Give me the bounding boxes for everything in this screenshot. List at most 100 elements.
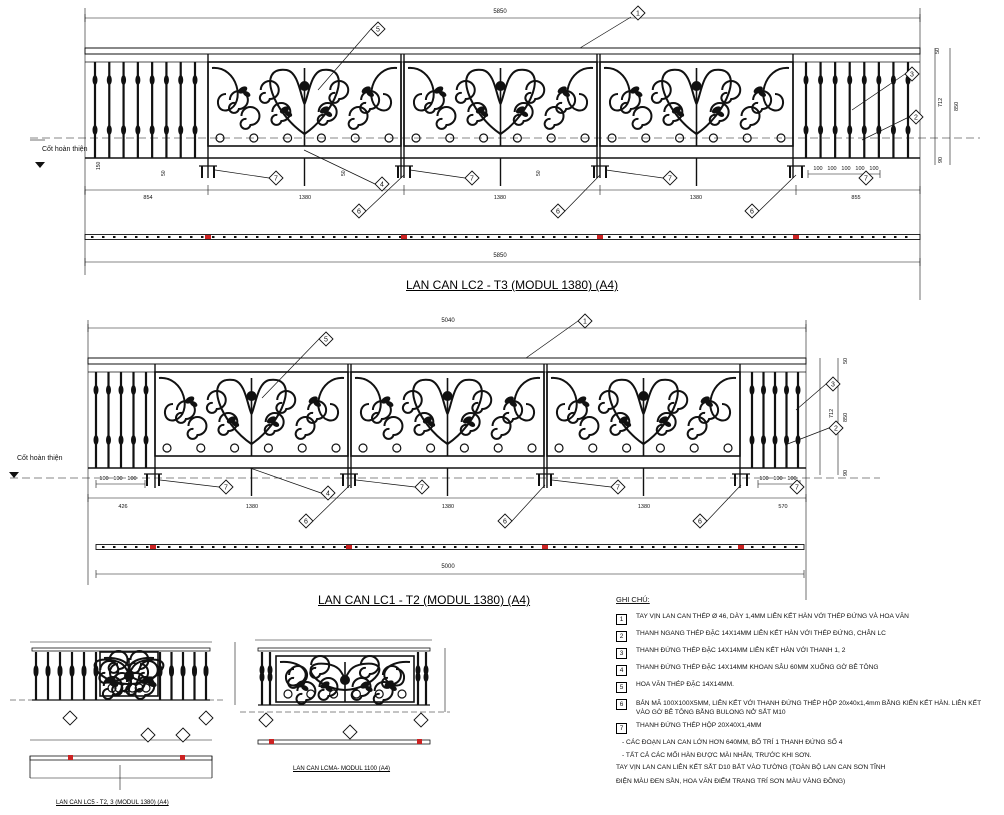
ornament-circle [554,443,564,453]
d2-base-strip-dot [795,546,798,548]
d2-base-strip-dot [234,546,237,548]
d1-base-strip-dot [168,236,171,238]
d3-baluster-knuckle [33,667,39,677]
d2-base-strip-dot [531,546,534,548]
d3-callout-3 [175,727,191,743]
callout-diamond [904,66,920,82]
d1-base-strip-dot [421,236,424,238]
d2-base-strip-dot [157,546,160,548]
ornament-heart-left [608,378,645,445]
ornament-leaf [149,681,157,687]
ornament-leaf [386,401,394,407]
ornament-leaf [365,686,373,692]
d1-base-strip-dot [718,236,721,238]
d4-baluster-knuckle [415,672,421,682]
d1-callout-6: 6 [351,203,367,219]
d2-base-strip-dot [102,546,105,548]
d1-post-dim-3: 50 [536,170,542,176]
d4-baluster-knuckle [423,672,429,682]
callout-diamond [630,5,646,21]
ornament-heart-right [250,378,287,445]
ornament-scroll [720,80,742,104]
ornament-leaf [509,401,517,407]
d2-callout-7: 7 [218,479,234,495]
d4-baluster-knuckle [259,665,265,675]
d1-base-strip-dot [135,236,138,238]
d1-baluster-knuckle [876,125,882,135]
ornament-side-right [127,656,155,682]
d2-leader-3 [795,383,827,411]
ornament-scroll [454,80,476,104]
d1-baluster-knuckle [861,125,867,135]
d2-base-strip-dot [388,546,391,548]
d4-callout-b [413,712,429,728]
d1-callout-7b: 7 [464,170,480,186]
d1-base-strip-anchor-red [597,235,603,239]
ornament-side-left [158,376,186,422]
ornament-side-right [762,66,790,112]
callout-number: 7 [616,485,620,492]
d2-baluster-knuckle [93,385,99,395]
ornament-circle [283,689,293,699]
ornament-circle [397,689,407,699]
d1-height-712: 712 [938,98,944,107]
d2-baluster-knuckle [749,435,755,445]
callout-diamond [692,513,708,529]
ornament-side-left [103,656,131,682]
ornament-scroll [424,90,445,114]
d2-height-90: 90 [843,470,849,476]
d1-dim-2: 1380 [299,195,311,201]
d1-height-50: 50 [935,48,941,54]
d3-baluster-knuckle [169,667,174,677]
ornament-scroll [401,390,423,414]
callout-number: 6 [698,519,702,526]
note-text: THANH ĐỨNG THÉP ĐẶC 14X14MM LIÊN KẾT HÀN… [636,646,846,654]
ornament-side-right [513,376,541,422]
d2-height-850: 850 [843,413,849,422]
d2-base-strip-dot [498,546,501,548]
d2-base-strip-dot [784,546,787,548]
callout-number: 7 [668,176,672,183]
d1-base-strip-dot [223,236,226,238]
callout-diamond [828,420,844,436]
d1-base-strip-dot [619,236,622,238]
ornament-scroll [258,80,280,104]
d1-level-triangle [35,162,45,168]
d1-base-strip-dot [531,236,534,238]
ornament-heart-left [216,378,253,445]
d3-callout-1 [140,727,156,743]
ornament-scroll [228,90,249,114]
ornament-scroll [512,102,534,126]
d2-small-dim-5: 100 [773,476,782,482]
d1-post-dim-150: 150 [96,161,102,170]
ornament-circle [392,443,402,453]
d2-leader-1 [525,320,579,359]
note-bullet: - CÁC ĐOẠN LAN CAN LỚN HƠN 640MM, BỐ TRÍ… [622,738,843,746]
d2-callout-5: 5 [318,331,334,347]
d2-base-strip-dot [773,546,776,548]
ornament-leaf [190,401,198,407]
callout-diamond [464,170,480,186]
ornament-leaf [623,421,632,427]
d1-base-strip-dot [509,236,512,238]
ornament-heart-right [642,378,679,445]
callout-number: 2 [834,426,838,433]
d2-base-strip-dot [377,546,380,548]
d1-overall-bottom-dim: 5850 [493,253,507,259]
d2-base-strip-dot [245,546,248,548]
note-text: THANH ĐỨNG THÉP HỘP 20X40X1,4MM [636,721,762,729]
callout-diamond [662,170,678,186]
d3-baluster-knuckle [69,667,75,677]
d1-base-strip-dot [586,236,589,238]
ornament-scroll [107,650,129,674]
d1-baluster-knuckle [818,125,824,135]
d1-post-dim-1: 50 [161,170,167,176]
callout-diamond [789,479,805,495]
ornament-leaf [366,91,374,97]
ornament-leaf [271,421,280,427]
d1-base-strip-dot [465,236,468,238]
ornament-side-left [279,660,307,687]
d1-base-strip-dot [872,236,875,238]
ornament-circle [374,689,384,699]
